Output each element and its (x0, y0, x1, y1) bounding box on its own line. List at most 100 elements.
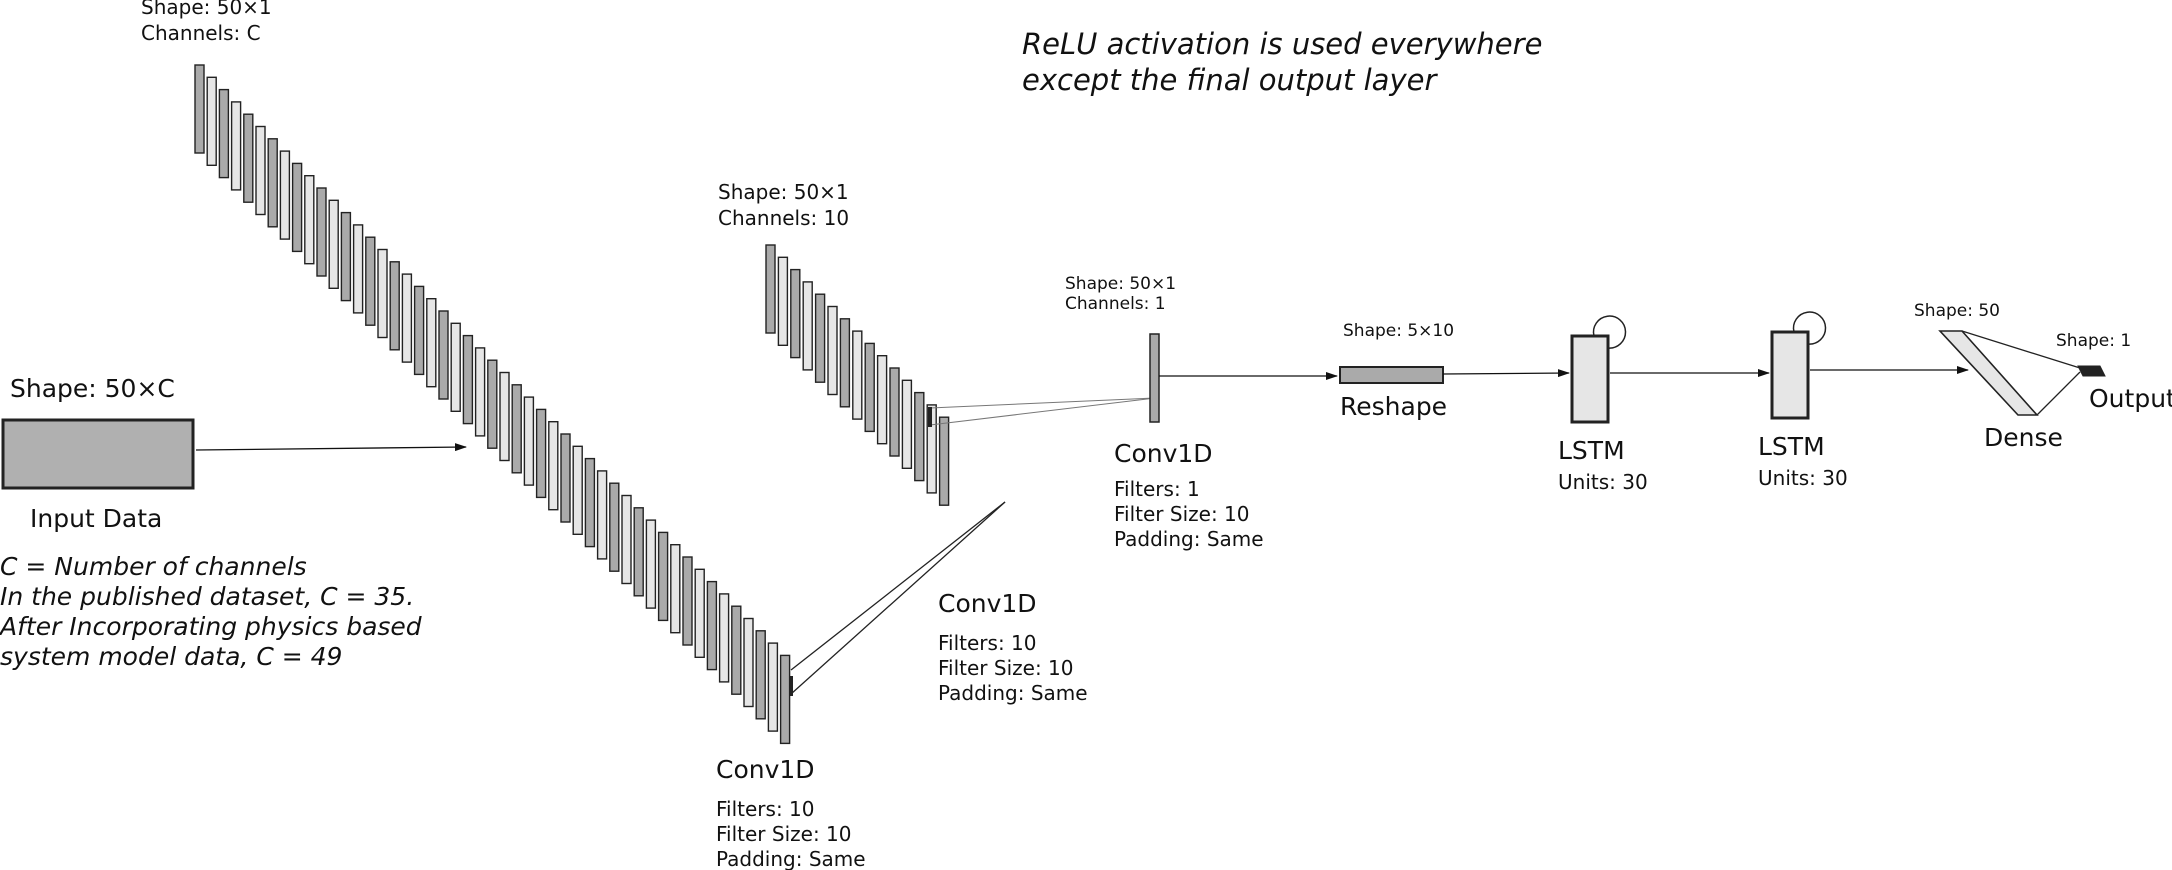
conv1-channel-32 (572, 445, 583, 535)
conv2-channel-10 (876, 355, 888, 445)
reshape-shape-label: Shape: 5×10 (1343, 321, 1454, 341)
conv1-channel-12 (328, 199, 339, 290)
conv1-channel-34 (596, 470, 608, 560)
conv2-channel-9 (864, 342, 875, 433)
conv1-channel-41 (682, 556, 693, 646)
conv1-channel-6 (255, 125, 266, 216)
conv2-channel-8 (852, 330, 863, 420)
conv2-channel-14 (926, 404, 937, 494)
conv1-channel-44 (718, 593, 730, 683)
conv2-channels-label: Channels: 10 (718, 206, 849, 230)
channel-note-line-2: In the published dataset, C = 35. (0, 582, 414, 611)
conv1-channel-49 (779, 654, 791, 745)
conv1-channel-1 (194, 64, 205, 154)
conv2-channel-15 (938, 416, 950, 506)
lstm1-title: LSTM (1558, 436, 1625, 465)
conv2-detail-filters: Filters: 10 (938, 631, 1037, 655)
input-data-label: Input Data (30, 504, 162, 533)
lstm2-title: LSTM (1758, 432, 1825, 461)
lstm2-block (1770, 330, 1810, 420)
conv1-channel-23 (462, 334, 474, 425)
conv2-filter-window (928, 407, 932, 427)
conv1-channels-label: Channels: C (141, 21, 261, 45)
conv2-channel-3 (790, 268, 801, 359)
conv1-detail-padding: Padding: Same (716, 847, 866, 870)
conv1-channel-33 (584, 457, 596, 548)
conv1-channel-45 (731, 605, 742, 695)
conv2-title: Conv1D (938, 589, 1037, 618)
dense-title: Dense (1984, 423, 2063, 452)
conv3-detail-padding: Padding: Same (1114, 527, 1264, 551)
conv1-channel-7 (267, 138, 278, 228)
conv1-channel-16 (377, 248, 388, 339)
conv1-channel-18 (401, 273, 413, 363)
conv1-detail-filters: Filters: 10 (716, 797, 815, 821)
lstm1-block (1570, 334, 1610, 424)
conv1-channel-17 (389, 261, 400, 351)
conv1-channel-47 (755, 630, 766, 720)
conv2-channel-7 (839, 318, 851, 408)
conv1-channel-5 (243, 113, 254, 203)
lstm2-units: Units: 30 (1758, 466, 1848, 490)
conv2-channel-6 (827, 305, 838, 396)
conv1-channel-19 (413, 285, 425, 376)
conv1-shape-label: Shape: 50×1 (141, 0, 272, 19)
conv1-receptive-line-bottom (790, 501, 1006, 695)
conv1-channel-10 (304, 174, 315, 265)
conv1-channel-11 (316, 187, 327, 277)
conv1-channel-14 (352, 224, 364, 314)
conv1-channel-42 (694, 568, 705, 658)
channel-note-line-3: After Incorporating physics based (0, 612, 422, 641)
input-data-block (1, 418, 195, 490)
conv1-channel-38 (645, 519, 657, 609)
dense-shape-label: Shape: 50 (1914, 301, 2000, 321)
dense-to-output-line-bottom (2036, 371, 2081, 416)
conv1-channel-40 (670, 544, 681, 634)
conv3-title: Conv1D (1114, 439, 1213, 468)
conv1-title: Conv1D (716, 755, 815, 784)
conv1-channel-28 (523, 396, 535, 486)
conv1-channel-29 (535, 408, 547, 499)
input-arrow (195, 443, 467, 452)
lstm1-units: Units: 30 (1558, 470, 1648, 494)
conv2-channel-11 (889, 367, 900, 457)
input-shape-label: Shape: 50×C (10, 374, 175, 403)
conv1-channel-43 (706, 580, 718, 671)
output-title: Output (2089, 384, 2172, 413)
conv1-channel-15 (365, 236, 376, 326)
conv1-channel-26 (499, 371, 510, 462)
conv2-channel-13 (914, 391, 925, 482)
channel-note-line-1: C = Number of channels (0, 552, 307, 581)
conv1-channel-39 (657, 531, 669, 622)
lstm1-recurrent-loop (1592, 315, 1627, 349)
conv1-channel-2 (206, 76, 217, 167)
conv1-channel-30 (548, 421, 559, 511)
reshape-title: Reshape (1340, 392, 1447, 421)
conv2-receptive-line-bottom (929, 397, 1156, 426)
conv1-channel-36 (621, 494, 632, 585)
conv2-receptive-line-top (929, 397, 1156, 409)
conv1-detail-filter-size: Filter Size: 10 (716, 822, 852, 846)
conv3-detail-filter-size: Filter Size: 10 (1114, 502, 1250, 526)
conv2-channel-1 (765, 244, 776, 334)
conv1-channel-35 (609, 482, 620, 572)
conv1-channel-48 (767, 642, 779, 732)
conv2-channel-2 (777, 256, 789, 346)
conv1-channel-37 (633, 507, 644, 597)
reshape-to-lstm1-arrow (1442, 369, 1570, 378)
output-block (2077, 365, 2106, 377)
dense-to-output-line-top (1961, 330, 2081, 369)
conv2-channel-12 (901, 379, 913, 469)
conv2-shape-label: Shape: 50×1 (718, 180, 849, 204)
conv1-channel-9 (291, 162, 303, 253)
conv3-shape-label: Shape: 50×1 (1065, 274, 1176, 294)
conv1-channel-27 (511, 384, 522, 474)
conv2-detail-filter-size: Filter Size: 10 (938, 656, 1074, 680)
conv2-channel-5 (814, 293, 826, 383)
reshape-block (1339, 366, 1444, 384)
conv1-channel-21 (438, 310, 449, 400)
conv2-channel-stack (765, 244, 950, 506)
conv1-channel-20 (426, 298, 437, 388)
lstm2-recurrent-loop (1792, 311, 1827, 345)
